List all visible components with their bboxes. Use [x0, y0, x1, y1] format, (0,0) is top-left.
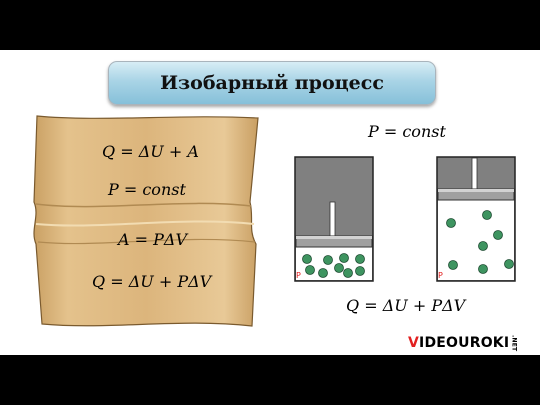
- title-banner: Изобарный процесс: [108, 61, 436, 105]
- page-title: Изобарный процесс: [160, 72, 384, 94]
- ball-icon: [446, 210, 514, 274]
- scroll-parchment: [33, 115, 259, 327]
- ball-icon: [302, 253, 365, 278]
- pressure-label-1: P: [296, 271, 301, 280]
- piston-rod: [329, 201, 336, 237]
- slide: Изобарный процесс Q = ΔU + A P = const A…: [0, 50, 540, 355]
- formula-first-law-isobaric: Q = ΔU + PΔV: [92, 272, 212, 291]
- pressure-label-2: P: [438, 271, 443, 280]
- formula-first-law-right: Q = ΔU + PΔV: [346, 296, 466, 315]
- formula-pressure-const-right: P = const: [368, 122, 446, 141]
- cylinder-initial: [294, 156, 374, 282]
- formula-pressure-const: P = const: [108, 180, 186, 199]
- cylinder-expanded: [436, 156, 516, 282]
- formula-first-law: Q = ΔU + A: [102, 142, 199, 161]
- piston-rod: [471, 157, 478, 190]
- formula-work: A = PΔV: [118, 230, 188, 249]
